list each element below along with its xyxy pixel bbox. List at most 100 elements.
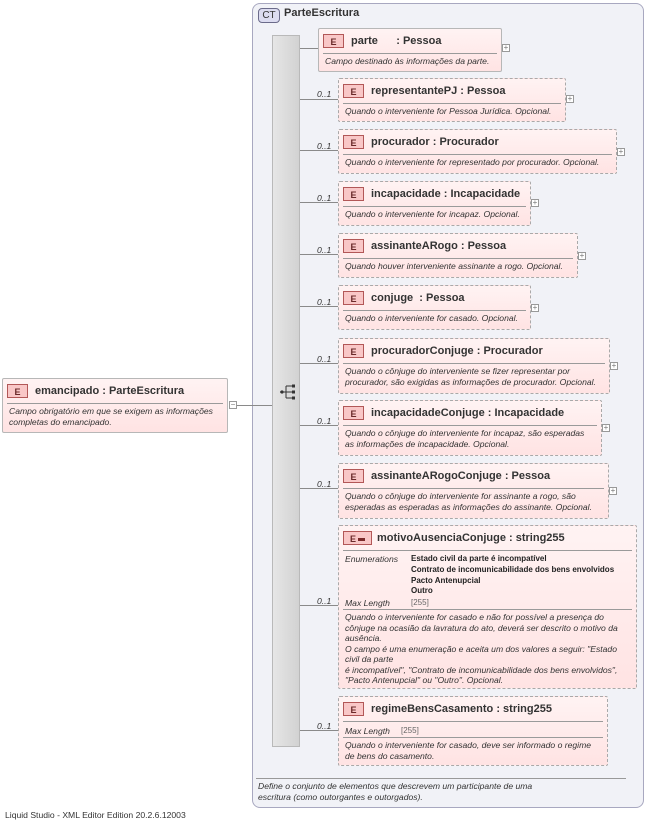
element-divider <box>343 154 612 155</box>
element-badge: E <box>343 239 364 253</box>
element-badge: E <box>343 291 364 305</box>
connector-line <box>300 48 318 49</box>
multiplicity-label: 0..1 <box>317 479 332 489</box>
max-length-label: Max Length <box>345 598 390 608</box>
connector-line <box>300 488 338 489</box>
element-divider <box>343 425 597 426</box>
connector-line <box>300 363 338 364</box>
element-badge: E <box>343 702 364 716</box>
element-title: procurador : Procurador <box>371 136 499 148</box>
connector-line <box>300 425 338 426</box>
element-title: emancipado : ParteEscritura <box>35 385 185 397</box>
expand-icon[interactable]: + <box>617 147 625 156</box>
element-title: regimeBensCasamento : string255 <box>371 703 552 715</box>
element-divider <box>343 737 603 738</box>
expand-icon[interactable]: − <box>229 400 237 409</box>
enumeration-values: Estado civil da parte é incompatível Con… <box>411 554 614 597</box>
multiplicity-label: 0..1 <box>317 297 332 307</box>
element-procuradorconjuge[interactable]: E procuradorConjuge : Procurador Quando … <box>338 338 610 394</box>
complex-type-badge: CT <box>258 8 280 23</box>
element-assinantearogo[interactable]: E assinanteARogo : Pessoa Quando houver … <box>338 233 578 278</box>
connector-line <box>300 254 338 255</box>
multiplicity-label: 0..1 <box>317 89 332 99</box>
element-divider <box>343 310 526 311</box>
element-description: Quando o interveniente for casado. Opcio… <box>345 313 518 323</box>
element-description: Quando o interveniente for representado … <box>345 157 600 167</box>
element-divider <box>343 488 604 489</box>
complex-type-divider <box>256 778 626 779</box>
element-regimebenscasamento[interactable]: E regimeBensCasamento : string255 Max Le… <box>338 696 608 766</box>
sequence-icon <box>280 384 295 400</box>
max-length-value: [255] <box>411 598 429 607</box>
element-title: incapacidadeConjuge : Incapacidade <box>371 407 565 419</box>
element-description: Quando houver interveniente assinante a … <box>345 261 563 271</box>
element-badge: E <box>343 187 364 201</box>
element-description: Quando o cônjuge do interveniente for as… <box>345 491 592 512</box>
element-divider <box>323 53 497 54</box>
element-badge: E <box>343 344 364 358</box>
element-title: incapacidade : Incapacidade <box>371 188 521 200</box>
element-badge: E <box>7 384 28 398</box>
element-assinantearogoconjuge[interactable]: E assinanteARogoConjuge : Pessoa Quando … <box>338 463 609 519</box>
expand-icon[interactable]: + <box>610 361 618 370</box>
element-representantepj[interactable]: E representantePJ : Pessoa Quando o inte… <box>338 78 566 122</box>
element-divider <box>343 363 605 364</box>
expand-icon[interactable]: + <box>602 423 610 432</box>
max-length-label: Max Length <box>345 726 390 736</box>
element-badge: E <box>343 84 364 98</box>
complex-type-description: Define o conjunto de elementos que descr… <box>258 781 533 802</box>
element-divider <box>343 206 526 207</box>
expand-icon[interactable]: + <box>566 94 574 103</box>
multiplicity-label: 0..1 <box>317 721 332 731</box>
multiplicity-label: 0..1 <box>317 141 332 151</box>
element-procurador[interactable]: E procurador : Procurador Quando o inter… <box>338 129 617 174</box>
enum-value: Contrato de incomunicabilidade dos bens … <box>411 564 615 574</box>
element-title: assinanteARogo : Pessoa <box>371 240 507 252</box>
simple-type-icon <box>358 538 365 542</box>
element-title: conjuge : Pessoa <box>371 292 465 304</box>
element-motivoausenciaconjuge[interactable]: E motivoAusenciaConjuge : string255 Enum… <box>338 525 637 689</box>
element-title: motivoAusenciaConjuge : string255 <box>377 532 565 544</box>
element-divider <box>343 609 632 610</box>
root-element-emancipado[interactable]: E emancipado : ParteEscritura Campo obri… <box>2 378 228 433</box>
element-description: Campo destinado às informações da parte. <box>325 56 490 66</box>
expand-icon[interactable]: + <box>531 303 539 312</box>
enum-value: Pacto Antenupcial <box>411 575 481 585</box>
multiplicity-label: 0..1 <box>317 354 332 364</box>
element-description: Campo obrigatório em que se exigem as in… <box>9 406 213 427</box>
element-divider <box>343 721 603 722</box>
connector-line <box>300 730 338 731</box>
connector-line <box>300 306 338 307</box>
element-divider <box>343 550 632 551</box>
enumerations-label: Enumerations <box>345 554 399 564</box>
element-incapacidade[interactable]: E incapacidade : Incapacidade Quando o i… <box>338 181 531 226</box>
element-description: Quando o cônjuge do interveniente se fiz… <box>345 366 596 387</box>
element-title: assinanteARogoConjuge : Pessoa <box>371 470 551 482</box>
enum-value: Estado civil da parte é incompatível <box>411 554 547 563</box>
expand-icon[interactable]: + <box>531 198 539 207</box>
element-badge-simple-type: E <box>343 531 372 545</box>
multiplicity-label: 0..1 <box>317 245 332 255</box>
element-incapacidadeconjuge[interactable]: E incapacidadeConjuge : Incapacidade Qua… <box>338 400 602 456</box>
element-badge: E <box>343 135 364 149</box>
element-description: Quando o cônjuge do interveniente for in… <box>345 428 585 449</box>
connector-line <box>237 405 273 406</box>
element-parte[interactable]: E parte : Pessoa Campo destinado às info… <box>318 28 502 72</box>
multiplicity-label: 0..1 <box>317 416 332 426</box>
expand-icon[interactable]: + <box>578 251 586 260</box>
app-footer: Liquid Studio - XML Editor Edition 20.2.… <box>5 810 186 820</box>
element-divider <box>343 103 561 104</box>
element-description: Quando o interveniente for casado e não … <box>345 612 618 685</box>
element-divider <box>343 258 573 259</box>
connector-line <box>300 150 338 151</box>
expand-icon[interactable]: + <box>609 486 617 495</box>
connector-line <box>300 605 338 606</box>
element-title: procuradorConjuge : Procurador <box>371 345 543 357</box>
element-badge: E <box>343 469 364 483</box>
element-divider <box>7 403 223 404</box>
element-conjuge[interactable]: E conjuge : Pessoa Quando o intervenient… <box>338 285 531 330</box>
connector-line <box>300 202 338 203</box>
multiplicity-label: 0..1 <box>317 193 332 203</box>
max-length-value: [255] <box>401 726 419 735</box>
expand-icon[interactable]: + <box>502 43 510 52</box>
